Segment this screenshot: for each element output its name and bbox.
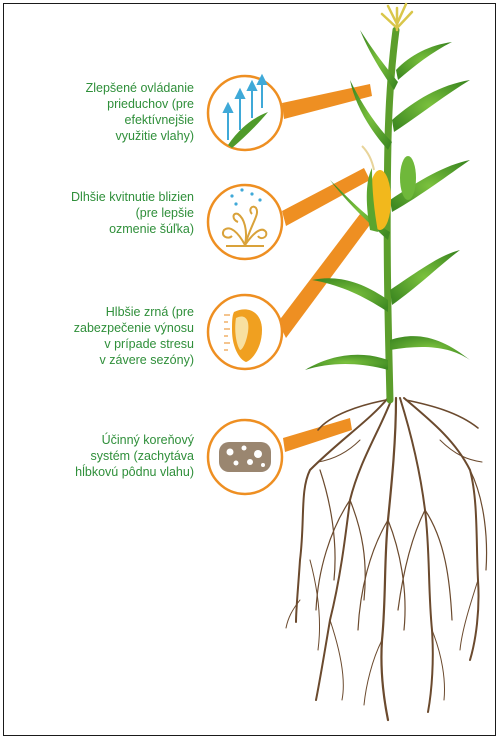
label-line: (pre lepšie	[71, 205, 194, 221]
silk-flowering-icon	[208, 185, 282, 259]
label-line: ozmenie šúľka)	[71, 221, 194, 237]
callout-label-roots: Účinný koreňový systém (zachytáva hĺbkov…	[75, 432, 194, 480]
callout-pointers	[278, 84, 372, 452]
corn-tassel	[382, 4, 412, 30]
label-line: využitie vlahy)	[86, 128, 194, 144]
label-line: Dlhšie kvitnutie blizien	[71, 189, 194, 205]
corn-kernel-icon	[208, 295, 282, 369]
label-line: systém (zachytáva	[75, 448, 194, 464]
root-system	[286, 398, 487, 720]
stomata-arrows-icon	[208, 76, 282, 150]
label-line: v prípade stresu	[74, 336, 194, 352]
label-line: prieduchov (pre	[86, 96, 194, 112]
label-line: zabezpečenie výnosu	[74, 320, 194, 336]
label-line: Účinný koreňový	[75, 432, 194, 448]
label-line: Zlepšené ovládanie	[86, 80, 194, 96]
callout-label-silk: Dlhšie kvitnutie blizien (pre lepšie ozm…	[71, 189, 194, 237]
callout-label-stomata: Zlepšené ovládanie prieduchov (pre efekt…	[86, 80, 194, 144]
label-line: v závere sezóny)	[74, 352, 194, 368]
label-line: Hlbšie zrná (pre	[74, 304, 194, 320]
label-line: efektívnejšie	[86, 112, 194, 128]
callout-label-kernel: Hlbšie zrná (pre zabezpečenie výnosu v p…	[74, 304, 194, 368]
soil-moisture-icon	[208, 420, 282, 494]
label-line: hĺbkovú pôdnu vlahu)	[75, 464, 194, 480]
